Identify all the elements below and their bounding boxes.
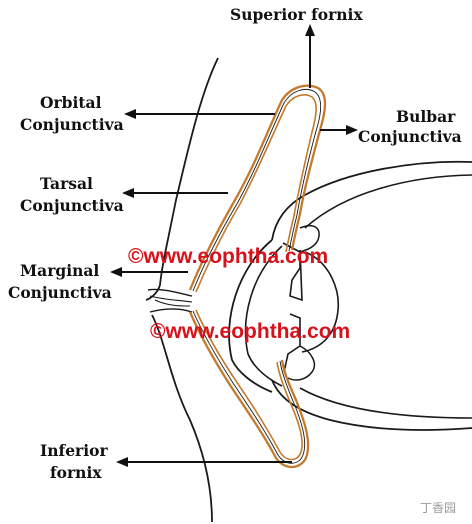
globe-outline [271, 160, 472, 241]
label-tarsal-line2: Conjunctiva [20, 196, 124, 215]
sclera-arc-lower [299, 387, 472, 419]
upper-lid-margin [147, 288, 193, 297]
lower-conjunctiva-inner [195, 309, 303, 461]
label-superior-fornix: Superior fornix [230, 5, 363, 24]
label-orbital-line2: Conjunctiva [20, 115, 124, 134]
upper-conjunctiva-inner [195, 94, 317, 293]
label-inferior-line1: Inferior [40, 441, 108, 460]
lower-eyelid-skin-line [151, 314, 213, 523]
watermark-lower: ©www.eophtha.com [150, 320, 350, 343]
upper-eyelid-skin-line [145, 57, 219, 301]
upper-conjunctiva-black [192, 89, 322, 292]
upper-conjunctiva-sac [188, 84, 327, 291]
ciliary-body-lower [287, 345, 316, 381]
label-bulbar-line2: Conjunctiva [358, 127, 462, 146]
label-orbital-line1: Orbital [40, 93, 102, 112]
lower-conjunctiva-sac [188, 311, 310, 469]
lower-lid-margin [149, 308, 193, 313]
watermark-upper: ©www.eophtha.com [128, 245, 328, 268]
globe-outline-lower [271, 379, 472, 431]
cornea-inner [244, 245, 283, 387]
upper-lashes [149, 295, 193, 307]
label-tarsal-line1: Tarsal [40, 174, 93, 193]
ciliary-body-upper [299, 224, 320, 253]
lens [301, 251, 340, 353]
label-inferior-line2: fornix [50, 463, 102, 482]
label-marginal-line2: Conjunctiva [8, 283, 112, 302]
cornea-outer [228, 239, 273, 393]
label-bulbar-line1: Bulbar [396, 107, 456, 126]
sclera-arc [304, 174, 472, 229]
label-marginal-line1: Marginal [20, 261, 99, 280]
corner-logo: 丁香园 [420, 501, 456, 515]
